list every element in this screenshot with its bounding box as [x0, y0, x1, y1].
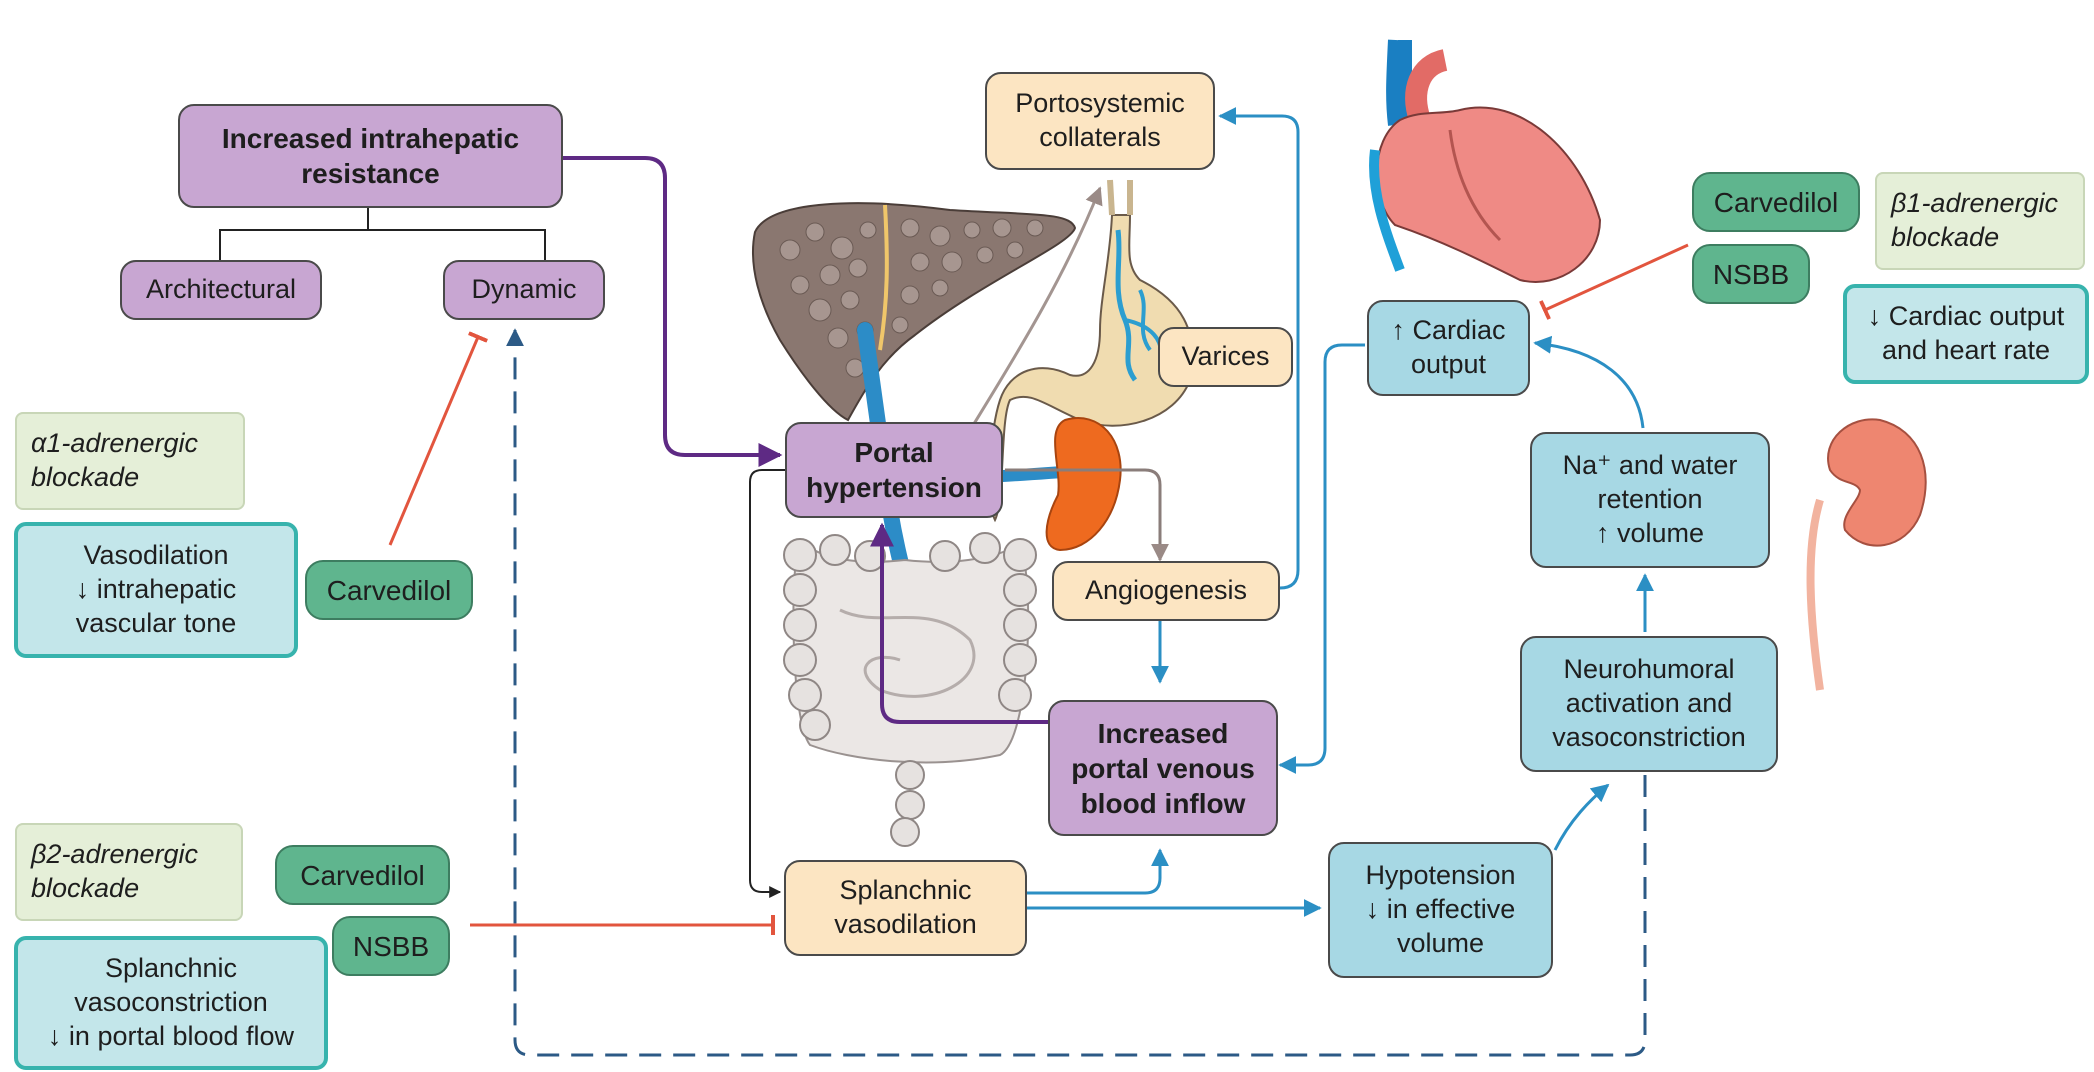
angiogenesis-node: Angiogenesis — [1052, 561, 1280, 621]
arrow-cardiac-to-inflow — [1280, 345, 1365, 765]
node-line: β1-adrenergic — [1891, 187, 2058, 221]
node-line: Architectural — [146, 273, 296, 307]
beta2-blockade-label: β2-adrenergic blockade — [15, 823, 243, 921]
node-line: Dynamic — [471, 273, 576, 307]
na-water-retention-node: Na⁺ and water retention ↑ volume — [1530, 432, 1770, 568]
node-line: β2-adrenergic — [31, 838, 198, 872]
node-line: blockade — [31, 872, 139, 906]
node-line: blockade — [31, 461, 139, 495]
node-line: volume — [1397, 927, 1484, 961]
node-line: Carvedilol — [300, 858, 425, 893]
beta1-effect-box: ↓ Cardiac output and heart rate — [1843, 284, 2089, 384]
node-line: ↓ Cardiac output — [1868, 300, 2065, 334]
inhibit-alpha1-to-dynamic — [390, 337, 478, 545]
nsbb-beta1-pill: NSBB — [1692, 244, 1810, 304]
increased-portal-venous-inflow-node: Increased portal venous blood inflow — [1048, 700, 1278, 836]
arrow-portal-to-splanchnic — [750, 470, 795, 892]
intestines-illustration — [784, 533, 1036, 846]
architectural-node: Architectural — [120, 260, 322, 320]
node-line: retention — [1597, 483, 1702, 517]
node-line: ↓ in effective — [1366, 893, 1516, 927]
node-line: Portal — [854, 435, 933, 470]
node-line: Increased intrahepatic — [222, 121, 519, 156]
neurohumoral-activation-node: Neurohumoral activation and vasoconstric… — [1520, 636, 1778, 772]
tree-line — [220, 208, 545, 260]
node-line: activation and — [1566, 687, 1733, 721]
node-line: ↑ Cardiac — [1391, 314, 1505, 348]
node-line: vasoconstriction — [74, 986, 268, 1020]
node-line: ↓ in portal blood flow — [48, 1020, 294, 1054]
node-line: blockade — [1891, 221, 1999, 255]
node-line: Splanchnic — [105, 952, 237, 986]
arrow-splanchnic-to-inflow — [1027, 850, 1160, 893]
heart-illustration — [1374, 40, 1600, 282]
arrow-hypotension-to-neurohumoral — [1555, 785, 1608, 850]
node-line: Carvedilol — [1714, 185, 1839, 220]
node-line: NSBB — [353, 929, 429, 964]
node-line: vascular tone — [76, 607, 237, 641]
node-line: Increased — [1098, 716, 1229, 751]
portal-hypertension-node: Portal hypertension — [785, 422, 1003, 518]
node-line: resistance — [301, 156, 440, 191]
node-line: Portosystemic — [1015, 87, 1185, 121]
node-line: Vasodilation — [83, 539, 228, 573]
dynamic-node: Dynamic — [443, 260, 605, 320]
node-line: Hypotension — [1365, 859, 1515, 893]
portosystemic-collaterals-node: Portosystemic collaterals — [985, 72, 1215, 170]
node-line: vasodilation — [834, 908, 977, 942]
node-line: α1-adrenergic — [31, 427, 198, 461]
cardiac-output-node: ↑ Cardiac output — [1367, 300, 1530, 396]
hypotension-node: Hypotension ↓ in effective volume — [1328, 842, 1553, 978]
carvedilol-alpha1-pill: Carvedilol — [305, 560, 473, 620]
node-line: Na⁺ and water — [1563, 449, 1738, 483]
nsbb-beta2-pill: NSBB — [332, 916, 450, 976]
node-line: Carvedilol — [327, 573, 452, 608]
varices-node: Varices — [1158, 327, 1293, 387]
node-line: portal venous — [1071, 751, 1255, 786]
node-line: NSBB — [1713, 257, 1789, 292]
node-line: blood inflow — [1081, 786, 1246, 821]
node-line: Neurohumoral — [1563, 653, 1734, 687]
arrow-retention-to-cardiac — [1535, 343, 1643, 428]
node-line: Angiogenesis — [1085, 574, 1247, 608]
splanchnic-vasodilation-node: Splanchnic vasodilation — [784, 860, 1027, 956]
kidney-illustration — [1811, 419, 1926, 690]
node-line: collaterals — [1039, 121, 1161, 155]
beta2-effect-box: Splanchnic vasoconstriction ↓ in portal … — [14, 936, 328, 1070]
beta1-blockade-label: β1-adrenergic blockade — [1875, 172, 2085, 270]
node-line: and heart rate — [1882, 334, 2050, 368]
node-line: ↑ volume — [1596, 517, 1704, 551]
node-line: Splanchnic — [839, 874, 971, 908]
node-line: Varices — [1181, 340, 1269, 374]
carvedilol-beta2-pill: Carvedilol — [275, 845, 450, 905]
alpha1-blockade-label: α1-adrenergic blockade — [15, 412, 245, 510]
carvedilol-beta1-pill: Carvedilol — [1692, 172, 1860, 232]
node-line: output — [1411, 348, 1486, 382]
increased-intrahepatic-resistance-node: Increased intrahepatic resistance — [178, 104, 563, 208]
node-line: ↓ intrahepatic — [76, 573, 237, 607]
node-line: hypertension — [806, 470, 982, 505]
alpha1-effect-box: Vasodilation ↓ intrahepatic vascular ton… — [14, 522, 298, 658]
spleen-illustration — [1047, 418, 1121, 550]
node-line: vasoconstriction — [1552, 721, 1746, 755]
